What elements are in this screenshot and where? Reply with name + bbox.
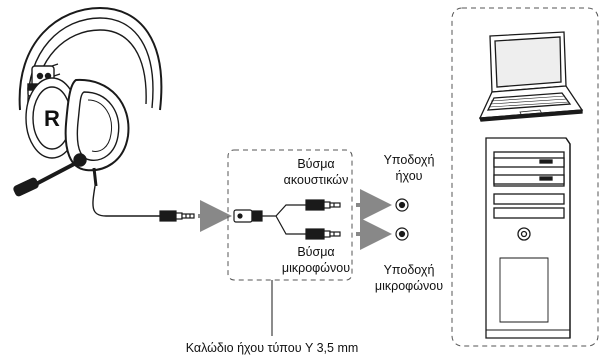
desktop-tower-icon xyxy=(485,137,571,339)
splitter-cable-icon xyxy=(233,199,341,240)
computer-frame xyxy=(451,7,599,347)
mic-plug-label-line2: μικροφώνου xyxy=(282,261,350,275)
mic-plug-label-line1: Βύσμα xyxy=(297,245,334,259)
cable-caption: Καλώδιο ήχου τύπου Y 3,5 mm xyxy=(186,341,359,355)
headset-logo: R xyxy=(44,106,60,131)
splitter-cable-frame xyxy=(227,149,353,281)
headphone-plug-label-line2: ακουστικών xyxy=(284,173,349,187)
audio-port-icon xyxy=(395,198,409,212)
mic-port-label-line2: μικροφώνου xyxy=(375,279,443,293)
mic-port-label-line1: Υποδοχή xyxy=(384,263,435,277)
audio-jack-icon xyxy=(159,210,195,222)
mic-port-icon xyxy=(395,227,409,241)
audio-port-label-line1: Υποδοχή xyxy=(384,153,435,167)
headset-icon: R xyxy=(13,6,163,217)
audio-port-label-line2: ήχου xyxy=(396,169,423,183)
headphone-plug-label-line1: Βύσμα xyxy=(297,157,334,171)
laptop-icon xyxy=(478,31,584,122)
